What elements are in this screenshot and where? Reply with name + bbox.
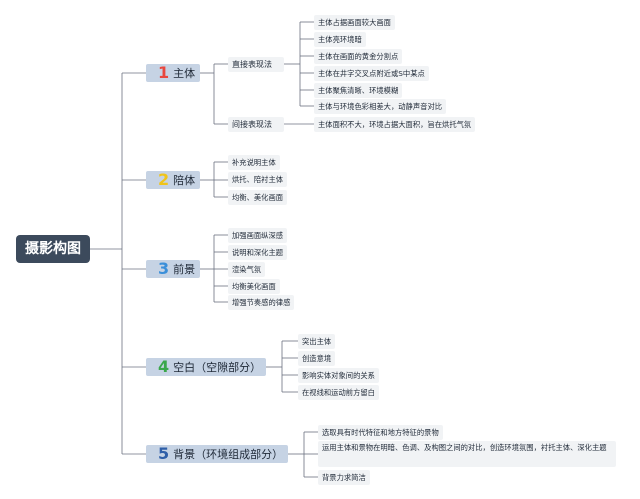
leaf-node: 主体面积不大，环境占据大面积，旨在烘托气氛: [314, 117, 476, 132]
leaf-node: 主体聚焦清晰、环境模糊: [314, 83, 403, 98]
branch-number: 5: [158, 444, 170, 463]
leaf-node: 加强画面纵深感: [228, 228, 288, 243]
sub-node-direct: 直接表现法: [228, 57, 284, 72]
leaf-node: 说明和深化主题: [228, 245, 288, 260]
leaf-node: 均衡、美化画面: [228, 190, 288, 205]
leaf-node: 均衡美化画面: [228, 279, 280, 294]
leaf-node: 背景力求简洁: [318, 470, 370, 485]
leaf-node: 增强节奏感的律感: [228, 295, 295, 310]
branch-number: 3: [158, 259, 170, 278]
root-node: 摄影构图: [16, 235, 90, 263]
leaf-node: 主体在井字交叉点附近或S中某点: [314, 66, 429, 81]
leaf-node: 主体与环境色彩相差大，动静声音对比: [314, 99, 447, 114]
leaf-node: 主体占据画面较大画面: [314, 15, 395, 30]
branch-label: 背景（环境组成部分）: [173, 448, 284, 461]
leaf-node: 创造意境: [298, 351, 336, 366]
leaf-node: 运用主体和景物在明暗、色调、及构图之间的对比，创造环境氛围，衬托主体、深化主题: [318, 441, 616, 467]
leaf-node: 选取具有时代特征和地方特征的景物: [318, 425, 443, 440]
branch-label: 陪体: [173, 174, 196, 187]
leaf-node: 补充说明主体: [228, 155, 280, 170]
leaf-node: 主体在画面的黄金分割点: [314, 49, 403, 64]
leaf-node: 突出主体: [298, 334, 336, 349]
leaf-node: 渲染气氛: [228, 262, 266, 277]
sub-node-indirect: 间接表现法: [228, 117, 284, 132]
branch-number: 2: [158, 170, 170, 189]
leaf-node: 影响实体对象间的关系: [298, 368, 379, 383]
branch-label: 主体: [173, 67, 196, 80]
branch-number: 1: [158, 63, 170, 82]
branch-number: 4: [158, 357, 170, 376]
leaf-node: 主体亮环境暗: [314, 32, 366, 47]
branch-label: 空白（空隙部分）: [173, 361, 262, 374]
branch-label: 前景: [173, 263, 196, 276]
leaf-node: 在视线和运动前方留白: [298, 385, 379, 400]
leaf-node: 烘托、陪衬主体: [228, 172, 288, 187]
